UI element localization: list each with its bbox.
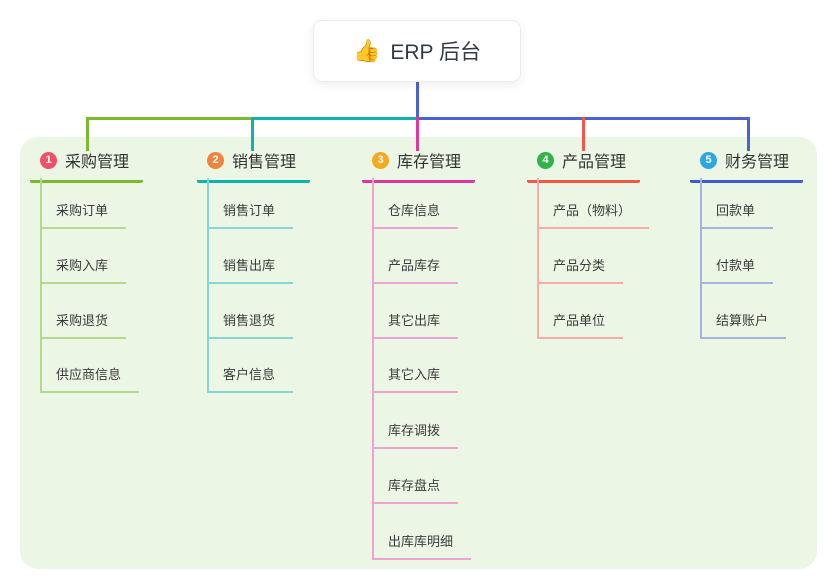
node-purchase-order[interactable]: 采购订单 — [40, 203, 127, 229]
branch-header-purchase[interactable]: 1 采购管理 — [30, 148, 144, 183]
node-other-inbound[interactable]: 其它入库 — [372, 367, 459, 393]
branch-product: 4 产品管理 产品（物料） 产品分类 产品单位 — [527, 148, 650, 339]
node-sales-return[interactable]: 销售退货 — [207, 313, 294, 339]
branch-header-sales[interactable]: 2 销售管理 — [197, 148, 311, 183]
branch-number-badge: 5 — [700, 151, 717, 169]
branch-label: 产品管理 — [562, 154, 627, 171]
drop-connector-purchase — [86, 117, 89, 151]
branch-header-finance[interactable]: 5 财务管理 — [690, 148, 804, 183]
node-receipt-slip[interactable]: 回款单 — [700, 203, 774, 229]
node-purchase-inbound[interactable]: 采购入库 — [40, 258, 127, 284]
branch-purchase: 1 采购管理 采购订单 采购入库 采购退货 供应商信息 — [30, 148, 144, 393]
branch-number-badge: 3 — [372, 151, 389, 169]
thumbs-up-icon: 👍 — [352, 38, 381, 63]
node-other-outbound[interactable]: 其它出库 — [372, 313, 459, 339]
branch-label: 库存管理 — [397, 154, 462, 171]
node-stock-transfer[interactable]: 库存调拨 — [372, 423, 459, 449]
node-product-stock[interactable]: 产品库存 — [372, 258, 459, 284]
root-node-label: ERP 后台 — [390, 41, 482, 64]
drop-connector-sales — [251, 117, 254, 151]
node-product-material[interactable]: 产品（物料） — [537, 203, 650, 229]
branch-number-badge: 1 — [40, 151, 57, 169]
node-purchase-return[interactable]: 采购退货 — [40, 313, 127, 339]
node-product-category[interactable]: 产品分类 — [537, 258, 624, 284]
branch-label: 销售管理 — [232, 154, 297, 171]
node-warehouse-info[interactable]: 仓库信息 — [372, 203, 459, 229]
branch-number-badge: 2 — [207, 151, 224, 169]
node-settlement-account[interactable]: 结算账户 — [700, 313, 787, 339]
branch-sales: 2 销售管理 销售订单 销售出库 销售退货 客户信息 — [197, 148, 311, 393]
node-sales-outbound[interactable]: 销售出库 — [207, 258, 294, 284]
node-payment-slip[interactable]: 付款单 — [700, 258, 774, 284]
bus-connector-teal — [253, 117, 418, 120]
drop-connector-finance — [747, 117, 750, 151]
branch-header-inventory[interactable]: 3 库存管理 — [362, 148, 476, 183]
branch-finance: 5 财务管理 回款单 付款单 结算账户 — [690, 148, 804, 339]
branch-inventory: 3 库存管理 仓库信息 产品库存 其它出库 其它入库 库存调拨 库存盘点 出库库… — [362, 148, 476, 560]
branch-label: 财务管理 — [725, 154, 790, 171]
branch-header-product[interactable]: 4 产品管理 — [527, 148, 641, 183]
bus-connector-green — [87, 117, 254, 120]
branch-vertical-connector — [207, 178, 209, 393]
branch-label: 采购管理 — [65, 154, 130, 171]
node-product-unit[interactable]: 产品单位 — [537, 313, 624, 339]
branch-vertical-connector — [40, 178, 42, 393]
branches-panel — [20, 137, 817, 569]
node-outbound-detail[interactable]: 出库库明细 — [372, 534, 472, 560]
branch-number-badge: 4 — [537, 151, 554, 169]
drop-connector-inventory — [416, 117, 419, 151]
node-customer-info[interactable]: 客户信息 — [207, 367, 294, 393]
branch-vertical-connector — [700, 178, 702, 339]
node-sales-order[interactable]: 销售订单 — [207, 203, 294, 229]
branch-vertical-connector — [537, 178, 539, 339]
root-node-erp-backend[interactable]: 👍 ERP 后台 — [313, 20, 521, 82]
branch-vertical-connector — [372, 178, 374, 560]
node-stock-taking[interactable]: 库存盘点 — [372, 478, 459, 504]
root-stem-connector — [416, 82, 419, 118]
drop-connector-product — [582, 117, 585, 151]
node-supplier-info[interactable]: 供应商信息 — [40, 367, 140, 393]
